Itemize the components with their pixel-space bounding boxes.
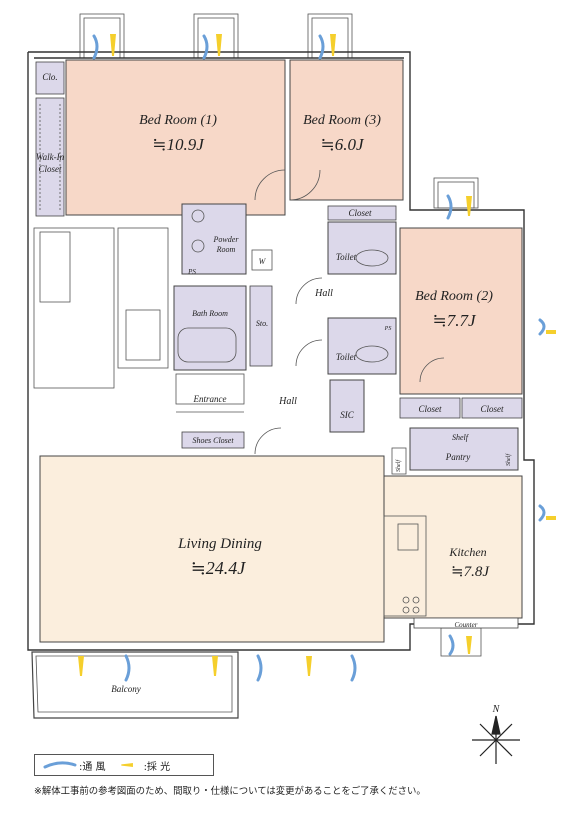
bedroom-2-name: Bed Room (2) <box>415 289 493 304</box>
kitchen-name: Kitchen <box>448 545 486 559</box>
hall-lower-label: Hall <box>278 396 297 407</box>
kitchen-floor <box>383 475 523 619</box>
bedroom-3-floor <box>289 59 404 201</box>
living-dining-area: ≒24.4J <box>191 558 247 578</box>
counter-floor <box>413 617 519 629</box>
bedroom-2-floor <box>399 227 523 395</box>
bedroom-3-name: Bed Room (3) <box>303 113 381 128</box>
bedroom-2-closet-left <box>399 397 461 419</box>
compass-icon <box>472 715 520 764</box>
living-dining-name: Living Dining <box>177 536 262 552</box>
shelf-top-label: Shelf <box>452 433 470 442</box>
walk-in-label-1: Walk-In <box>36 152 65 162</box>
bath-room-label: Bath Room <box>192 309 228 318</box>
disclaimer-note: ※解体工事前の参考図面のため、間取り・仕様については変更があることをご了承くださ… <box>34 786 426 797</box>
bedroom-1-area: ≒10.9J <box>152 135 205 154</box>
toilet-lower-label: Toilet <box>336 352 357 362</box>
bedroom-1-name: Bed Room (1) <box>139 113 217 128</box>
sic-floor <box>329 379 365 433</box>
door-swings <box>254 169 445 455</box>
pantry-label: Pantry <box>445 452 471 462</box>
toilet-upper-floor <box>327 221 397 275</box>
storage-floor <box>249 285 273 367</box>
ventilation-markers <box>92 34 546 682</box>
powder-label-2: Room <box>216 245 236 254</box>
daylight-markers <box>78 34 556 676</box>
closet-upper-label: Closet <box>348 208 372 218</box>
walk-in-closet-floor <box>35 97 65 217</box>
legend: :通 風 :採 光 <box>34 754 214 776</box>
closet-right-label: Closet <box>480 404 504 414</box>
daylight-swatch-icon <box>120 763 133 767</box>
powder-room-floor <box>181 203 247 275</box>
shoes-closet-label: Shoes Closet <box>192 436 234 445</box>
walk-in-label-2: Closet <box>38 164 62 174</box>
counter-label: Counter <box>455 621 478 629</box>
shoes-closet-floor <box>181 431 245 449</box>
ps-lower-label: PS <box>384 326 392 332</box>
legend-ventilation-label: :通 風 <box>79 761 106 773</box>
powder-label-1: Powder <box>213 235 240 244</box>
sic-label: SIC <box>340 410 354 420</box>
balcony-label: Balcony <box>111 684 141 694</box>
legend-daylight-label: :採 光 <box>143 761 171 773</box>
pantry-floor <box>409 427 519 471</box>
hall-upper-label: Hall <box>314 288 333 299</box>
ps-label: PS <box>187 268 196 276</box>
kitchen-area: ≒7.8J <box>451 564 490 580</box>
living-dining-floor <box>39 455 385 643</box>
bedroom-1-floor <box>65 59 286 216</box>
toilet-lower-floor <box>327 317 397 375</box>
closet-left-label: Closet <box>418 404 442 414</box>
entrance-label: Entrance <box>193 394 227 404</box>
clo-floor <box>35 61 65 95</box>
legend-daylight: :採 光 <box>120 758 171 773</box>
clo-label: Clo. <box>42 72 57 82</box>
ventilation-swatch-icon <box>43 761 77 769</box>
sto-label: Sto. <box>256 319 268 328</box>
bedroom-3-area: ≒6.0J <box>320 135 364 154</box>
w-label: W <box>259 257 267 266</box>
shelf-left-label: Shelf <box>395 459 402 472</box>
closet-upper-floor <box>327 205 397 221</box>
north-label: N <box>492 704 501 715</box>
common-corridor <box>33 227 169 389</box>
shelf-right-label: Shelf <box>505 453 512 466</box>
legend-ventilation: :通 風 <box>43 758 106 773</box>
balcony-floor <box>31 651 239 719</box>
toilet-upper-label: Toilet <box>336 252 357 262</box>
bedroom-2-area: ≒7.7J <box>432 311 476 330</box>
bedroom-2-closet-right <box>461 397 523 419</box>
